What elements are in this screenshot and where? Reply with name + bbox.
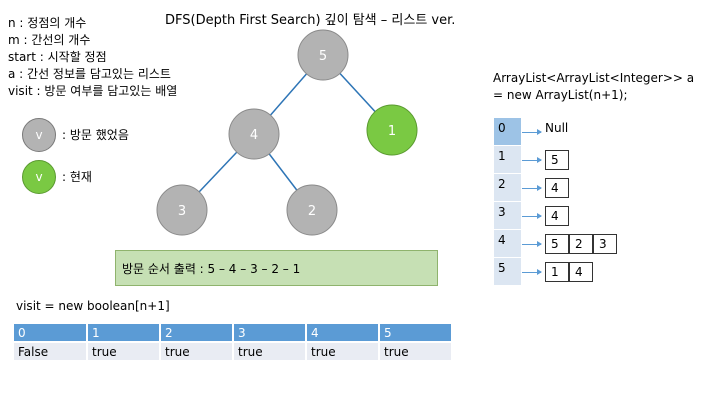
adjacency-declaration-line: = new ArrayList(n+1); [493,88,628,102]
definition-n: n : 정점의 개수 [8,16,87,30]
definitions-list: n : 정점의 개수 m : 간선의 개수 start : 시작할 정점 a :… [8,15,177,100]
graph-node-label: 4 [250,128,258,143]
legend-current-circle: v [22,160,56,194]
adjacency-index-1: 1 [494,146,521,173]
definition-visit: visit : 방문 여부를 담고있는 배열 [8,84,178,98]
adjacency-arrow [522,213,542,219]
graph-node-2: 2 [286,184,338,236]
graph-nodes: 5 4 1 3 2 [156,29,418,236]
visit-array-label: visit = new boolean[n+1] [16,299,170,313]
visit-index: 4 [306,324,380,342]
graph-node-4: 4 [228,108,280,160]
adjacency-arrow [522,185,542,191]
visit-value: False [14,341,88,360]
visit-value: true [87,341,161,360]
graph-node-5: 5 [297,29,349,81]
adjacency-cell: 5 [545,150,569,170]
graph-edges [181,54,393,211]
visit-index: 2 [160,324,234,342]
graph-node-circle [156,184,208,236]
visit-index: 1 [87,324,161,342]
adjacency-declaration-line: ArrayList<ArrayList<Integer>> a [493,71,695,85]
visit-index: 5 [379,324,453,342]
graph-node-label: 5 [319,49,327,64]
adjacency-cell: 5 [545,234,569,254]
legend-current-text: : 현재 [62,170,92,184]
visit-index: 3 [233,324,307,342]
adjacency-cell: 4 [545,206,569,226]
graph-node-label: 2 [308,204,316,219]
adjacency-cell: 4 [569,262,593,282]
graph-node-label: 3 [178,204,186,219]
legend-visited-text: : 방문 했었음 [62,128,129,142]
legend-visited-circle: v [22,118,56,152]
adjacency-index-5: 5 [494,258,521,285]
page-title: DFS(Depth First Search) 깊이 탐색 – 리스트 ver. [165,13,456,28]
visit-index: 0 [14,324,88,342]
adjacency-cell: 1 [545,262,569,282]
definition-a: a : 간선 정보를 담고있는 리스트 [8,67,171,81]
adjacency-index-4: 4 [494,230,521,257]
graph-node-circle [297,29,349,81]
adjacency-index-2: 2 [494,174,521,201]
graph-node-circle [228,108,280,160]
visit-value-row: False true true true true true [14,341,453,360]
adjacency-arrow [522,241,542,247]
adjacency-arrow [522,269,542,275]
adjacency-arrow [522,157,542,163]
graph-node-circle [366,104,418,156]
graph-node-circle [286,184,338,236]
adjacency-cell: 2 [569,234,593,254]
adjacency-cell: 4 [545,178,569,198]
visit-order-output: 방문 순서 출력 : 5 – 4 – 3 – 2 – 1 [115,250,438,286]
definition-m: m : 간선의 개수 [8,33,91,47]
graph-node-3: 3 [156,184,208,236]
adjacency-index-3: 3 [494,202,521,229]
visit-index-row: 0 1 2 3 4 5 [14,324,453,342]
adjacency-arrow [522,129,542,135]
definition-start: start : 시작할 정점 [8,50,107,64]
visit-value: true [160,341,234,360]
visit-array-table: 0 1 2 3 4 5 False true true true true tr… [14,324,453,360]
adjacency-null: Null [545,121,569,135]
visit-value: true [379,341,453,360]
visit-value: true [233,341,307,360]
adjacency-cell: 3 [593,234,617,254]
graph-node-label: 1 [388,124,396,139]
visit-value: true [306,341,380,360]
adjacency-index-0: 0 [494,118,521,145]
graph-node-1: 1 [366,104,418,156]
adjacency-declaration: ArrayList<ArrayList<Integer>> a = new Ar… [493,70,694,104]
